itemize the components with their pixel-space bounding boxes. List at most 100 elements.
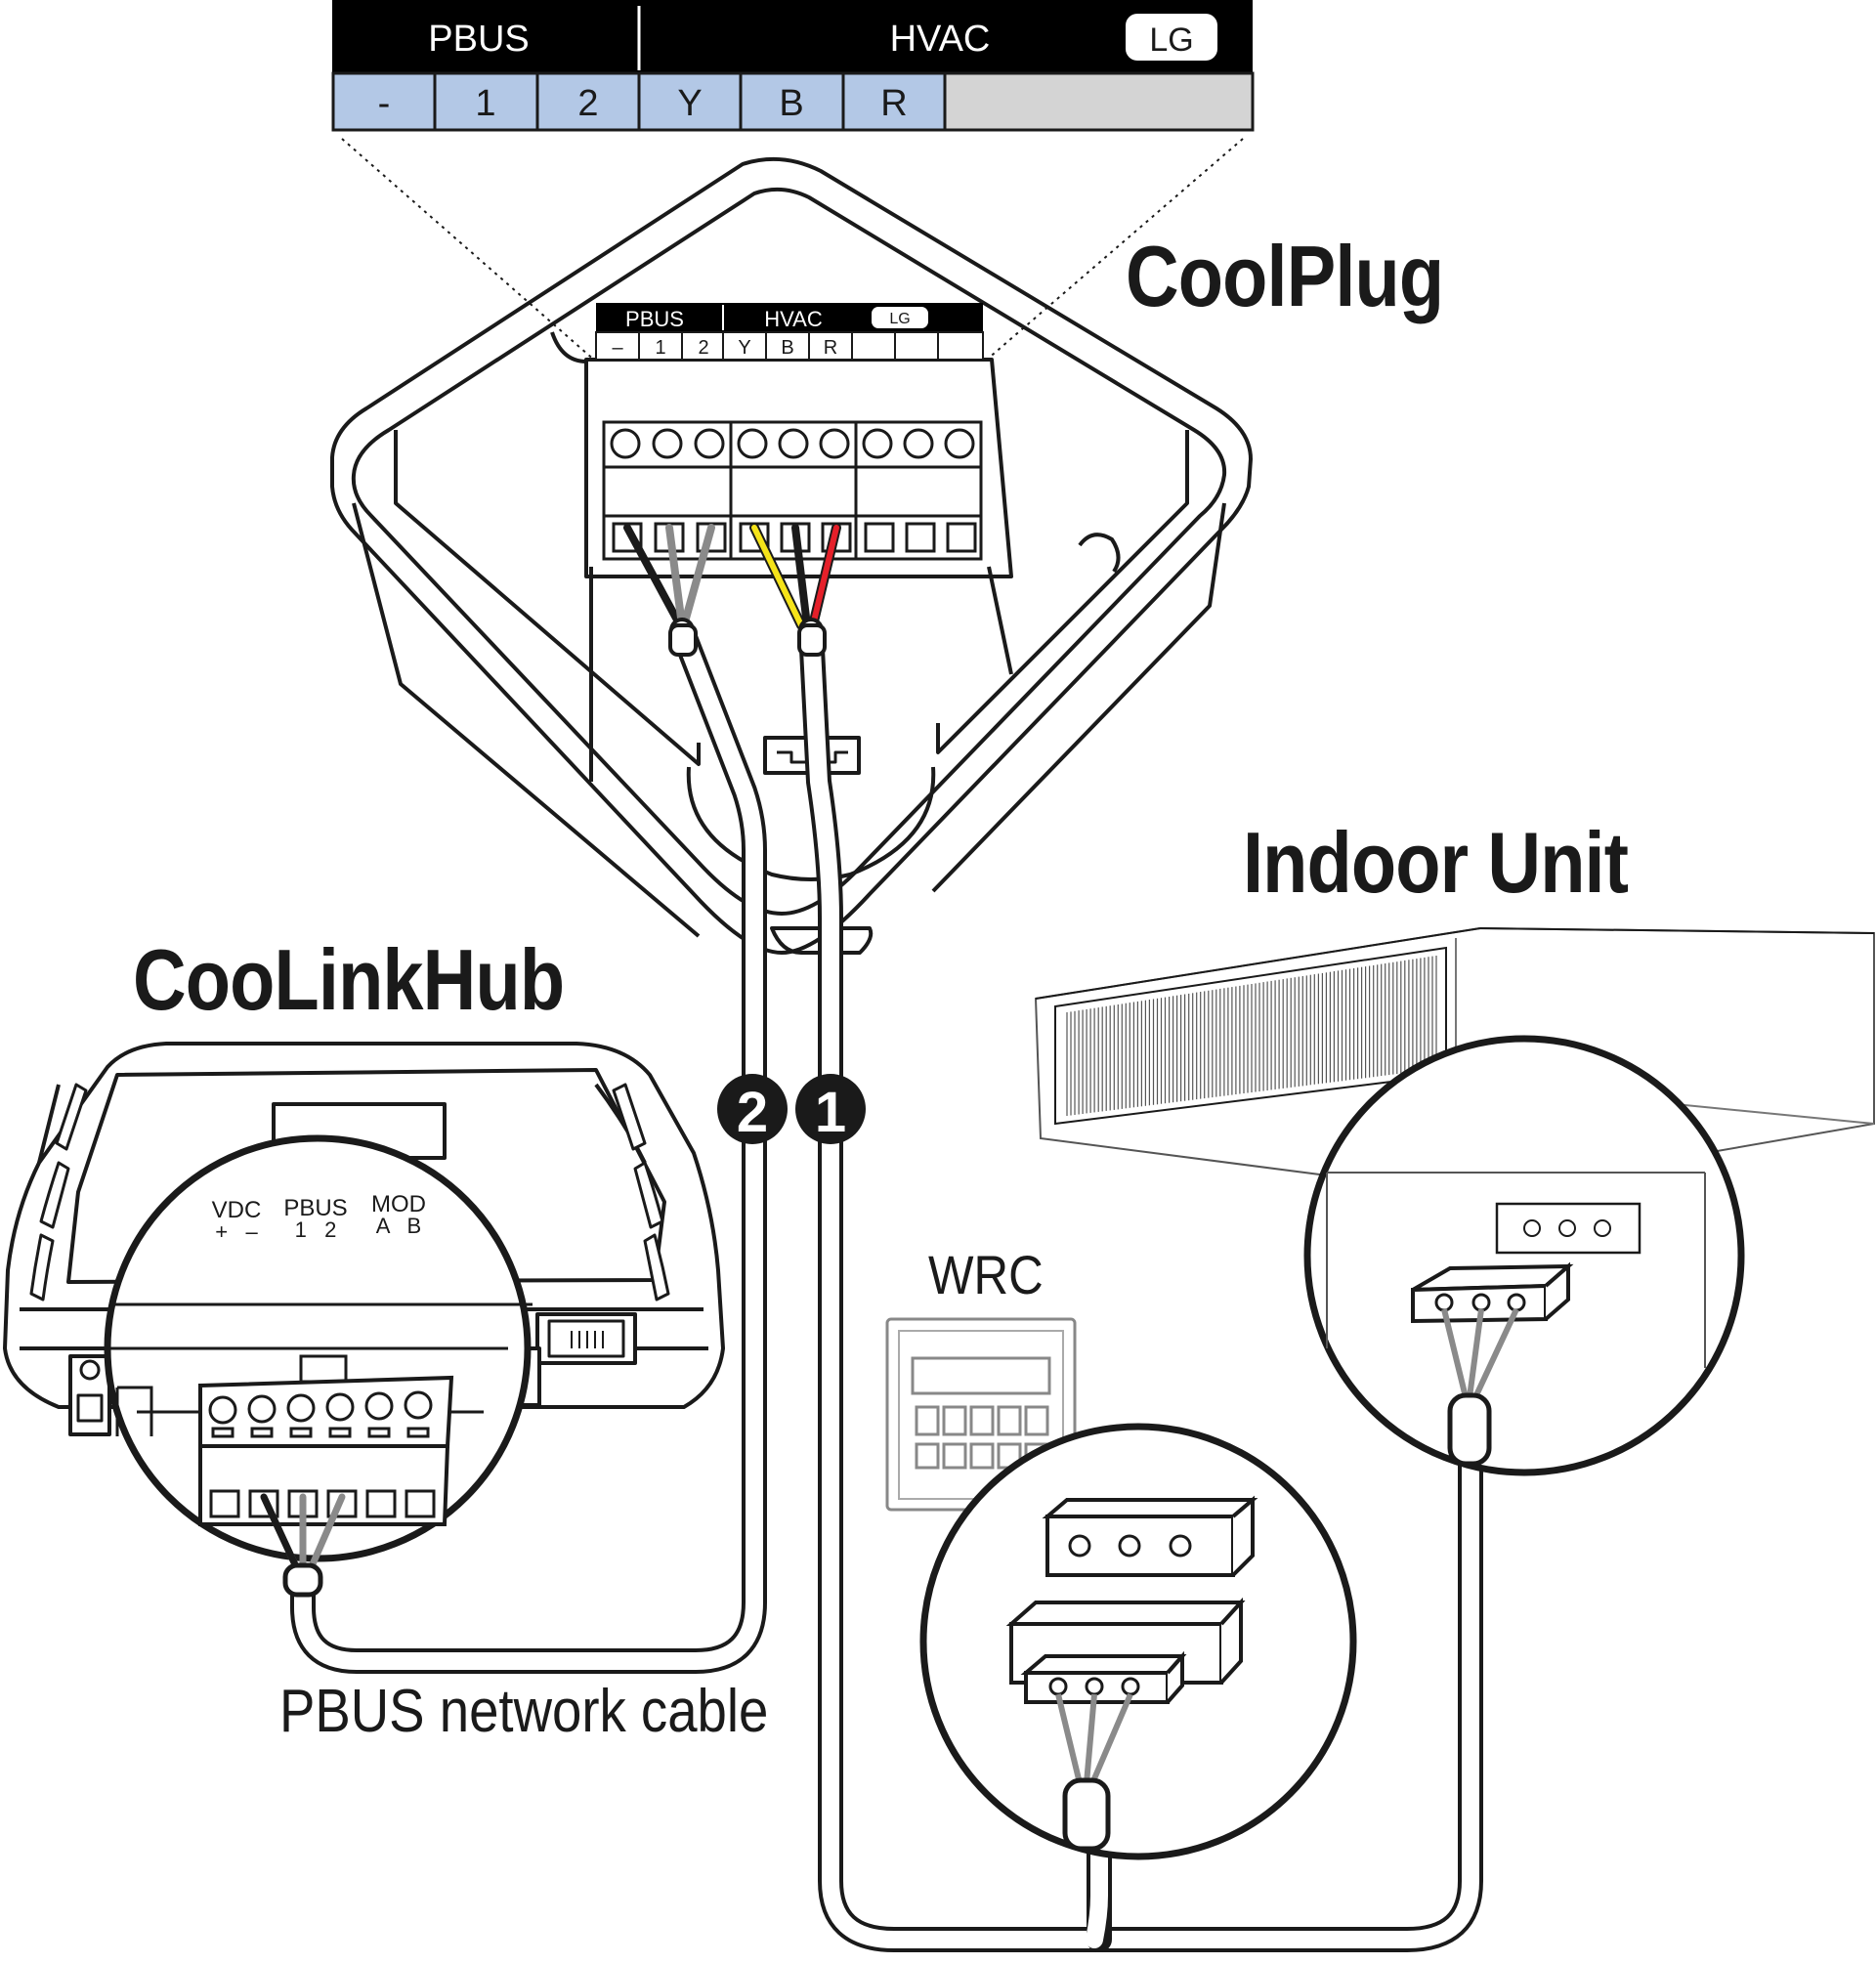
indoor-zoom-port-pin (1594, 1219, 1611, 1237)
indoor-unit-zoom (1303, 1035, 1745, 1476)
coolinkhub-zoom-screws (208, 1390, 433, 1425)
cable-marker-1-text: 1 (815, 1081, 846, 1144)
wrc-zoom-socket-pin (1169, 1534, 1192, 1558)
coolinkhub-power-socket (76, 1393, 104, 1423)
wire-hvac-black (791, 524, 811, 629)
coolinkhub-zoom-latch (299, 1354, 348, 1384)
coolplug-terminal-b: B (781, 337, 793, 359)
pbus-cable-label: PBUS network cable (279, 1678, 769, 1745)
cable-marker-1 (795, 1074, 866, 1144)
strip-terminal-y: Y (677, 83, 702, 124)
wrc-zoom-header-top (1005, 1601, 1246, 1626)
strip-brand-badge (1126, 14, 1217, 61)
coolplug-label-strip: PBUS HVAC LG – 1 2 Y B R (595, 303, 984, 361)
coolinkhub-power-screw (79, 1359, 101, 1381)
coolinkhub-grip-ridges (29, 1083, 670, 1302)
indoor-zoom-plug-pin (1507, 1293, 1526, 1312)
wrc-zoom-cable-end (1062, 1777, 1111, 1852)
indoor-zoom-plug-pin (1434, 1293, 1454, 1312)
coolinkhub-vdc-pins: + – (215, 1219, 258, 1244)
coolplug-terminal-block (602, 420, 983, 561)
zoom-line-left (341, 138, 597, 363)
wrc-zoom-plug-pin (1085, 1677, 1104, 1696)
coolplug-title: CoolPlug (1126, 228, 1444, 324)
coolplug-pbus-label: PBUS (625, 307, 684, 331)
wrc-zoom-wires (1055, 1692, 1133, 1785)
coolplug-backplate-edge (987, 566, 1013, 675)
coolplug-wires (623, 523, 841, 630)
strip-header-bar (332, 0, 1253, 73)
coolinkhub-mod-label: MOD (371, 1191, 426, 1217)
strip-terminal-2: 2 (577, 83, 598, 124)
wrc-display (911, 1356, 1051, 1395)
coolinkhub-zoom-body-edge (115, 1386, 153, 1436)
indoor-unit-edge (1035, 927, 1481, 1000)
wire-pbus-black (623, 524, 684, 629)
cable-2-pbus (294, 621, 763, 1670)
coolplug-notch-right (1078, 533, 1121, 574)
indoor-zoom-plug-pin (1471, 1293, 1491, 1312)
coolinkhub-zoom-socket-slots (211, 1427, 430, 1438)
cables (290, 618, 1483, 1952)
coolinkhub-pbus-pins: 1 2 (295, 1217, 337, 1242)
cable-marker-2 (717, 1074, 788, 1144)
coolinkhub-zoom-wire-black (260, 1493, 303, 1577)
coolplug-terminal-1: 1 (655, 337, 665, 359)
wrc-title: WRC (928, 1244, 1044, 1305)
cable-1-branch-wrc (1086, 1828, 1108, 1948)
indoor-unit-grille-slats (1066, 956, 1437, 1116)
coolplug-outer-shell (330, 156, 1253, 955)
cable-marker-2-text: 2 (737, 1081, 768, 1144)
indoor-zoom-plug-side (1544, 1261, 1570, 1321)
coolplug-label-cells (595, 331, 984, 361)
indoor-unit-edge (1479, 927, 1875, 934)
coolplug-terminal-y: Y (738, 337, 750, 359)
coolplug-label-cell-dividers (638, 332, 939, 360)
coolplug-inner-wall-right (936, 430, 1189, 754)
coolinkhub-pbus-label: PBUS (283, 1195, 347, 1221)
cable-markers: 2 1 (717, 1074, 866, 1144)
coolinkhub-zoom: VDC + – PBUS 1 2 MOD A B (104, 1134, 533, 1598)
wrc-zoom (919, 1423, 1357, 1860)
strip-terminal-1: 1 (475, 83, 495, 124)
zoom-line-right (986, 138, 1244, 361)
coolplug-inner-wall-left (394, 430, 701, 766)
coolinkhub-mod-pins: A B (376, 1214, 421, 1238)
coolplug-terminal-r: R (824, 337, 837, 359)
wrc-zoom-plug-pin (1121, 1677, 1140, 1696)
coolinkhub-vdc-label: VDC (212, 1197, 262, 1223)
top-terminal-strip: PBUS HVAC LG - 1 2 Y B R (331, 0, 1255, 363)
coolplug-hvac-label: HVAC (764, 307, 823, 331)
wrc-zoom-plug-side (1166, 1650, 1184, 1704)
strip-pbus-header: PBUS (428, 19, 529, 60)
indoor-zoom-cable-end (1447, 1392, 1492, 1467)
strip-unused-area (943, 71, 1255, 132)
strip-brand-badge-text: LG (1149, 21, 1193, 59)
coolplug-screws (610, 428, 975, 459)
wire-hvac-red (810, 525, 839, 628)
coolplug-brand-badge-text: LG (889, 311, 910, 327)
strip-terminal-b: B (779, 83, 803, 124)
strip-terminal-minus: - (378, 83, 391, 124)
indoor-zoom-port-pin (1558, 1219, 1576, 1237)
cable-2-jacket-end (668, 623, 698, 657)
indoor-unit-title: Indoor Unit (1243, 814, 1629, 911)
wrc-zoom-plug-pin (1048, 1677, 1068, 1696)
coolinkhub-rj-pins (571, 1331, 604, 1348)
coolplug-terminal-minus: – (612, 337, 623, 359)
coolplug-inner-rim (351, 187, 1227, 916)
coolplug-brand-badge (872, 307, 928, 328)
wrc-zoom-header-side (1219, 1597, 1243, 1685)
coolplug-block-body (602, 465, 983, 518)
wire-pbus-grey-1 (665, 524, 686, 629)
wrc-zoom-socket-pin (1068, 1534, 1091, 1558)
coolplug-lower-edge-right (931, 502, 1226, 893)
cable-1-jacket-end (797, 623, 827, 657)
wire-hvac-yellow (751, 525, 804, 628)
coolinkhub-grip-edge (37, 1083, 647, 1164)
wire-pbus-grey-2 (680, 524, 715, 629)
strip-hvac-header: HVAC (890, 19, 991, 60)
indoor-zoom-port-pin (1523, 1219, 1541, 1237)
